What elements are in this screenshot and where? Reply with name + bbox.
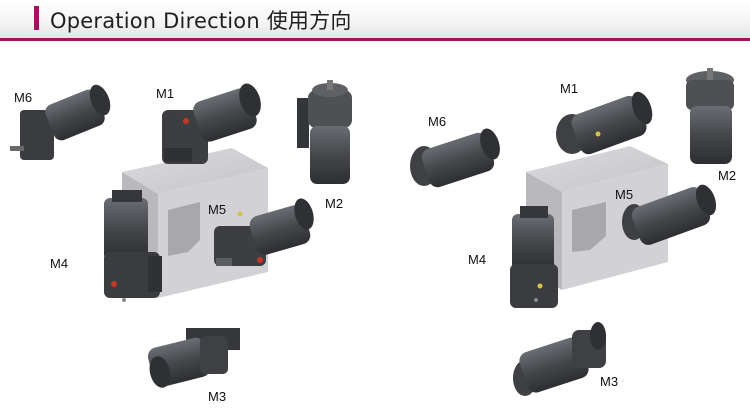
right-label-m2: M2 — [718, 168, 736, 183]
page-header: Operation Direction 使用方向 — [0, 0, 750, 38]
left-motor-m2 — [297, 80, 352, 184]
right-diagram: M6 M1 M2 M4 — [410, 68, 736, 396]
right-motor-m3 — [513, 322, 606, 396]
right-label-m6: M6 — [428, 114, 446, 129]
right-motor-m1 — [556, 91, 653, 155]
header-accent-bar — [34, 6, 39, 30]
right-label-m1: M1 — [560, 81, 578, 96]
left-label-m3: M3 — [208, 389, 226, 404]
left-label-m4: M4 — [50, 256, 68, 271]
left-motor-m6 — [10, 84, 111, 160]
right-label-m4: M4 — [468, 252, 486, 267]
right-label-m5: M5 — [615, 187, 633, 202]
page-title: Operation Direction 使用方向 — [50, 9, 352, 33]
left-label-m6: M6 — [14, 90, 32, 105]
left-label-m2: M2 — [325, 196, 343, 211]
right-motor-m6 — [410, 128, 500, 188]
left-motor-m1 — [162, 83, 261, 164]
right-motor-m5 — [622, 184, 717, 245]
left-label-m5: M5 — [208, 202, 226, 217]
left-motor-m3 — [147, 328, 240, 388]
header-divider — [0, 38, 750, 41]
operation-direction-illustration: M6 M1 M2 M4 — [10, 68, 736, 404]
left-motor-m5 — [214, 198, 314, 266]
left-diagram: M6 M1 M2 M4 — [10, 80, 352, 404]
right-motor-m2 — [686, 68, 734, 164]
left-motor-m4 — [104, 190, 162, 302]
right-label-m3: M3 — [600, 374, 618, 389]
right-motor-m4 — [510, 206, 558, 308]
left-label-m1: M1 — [156, 86, 174, 101]
